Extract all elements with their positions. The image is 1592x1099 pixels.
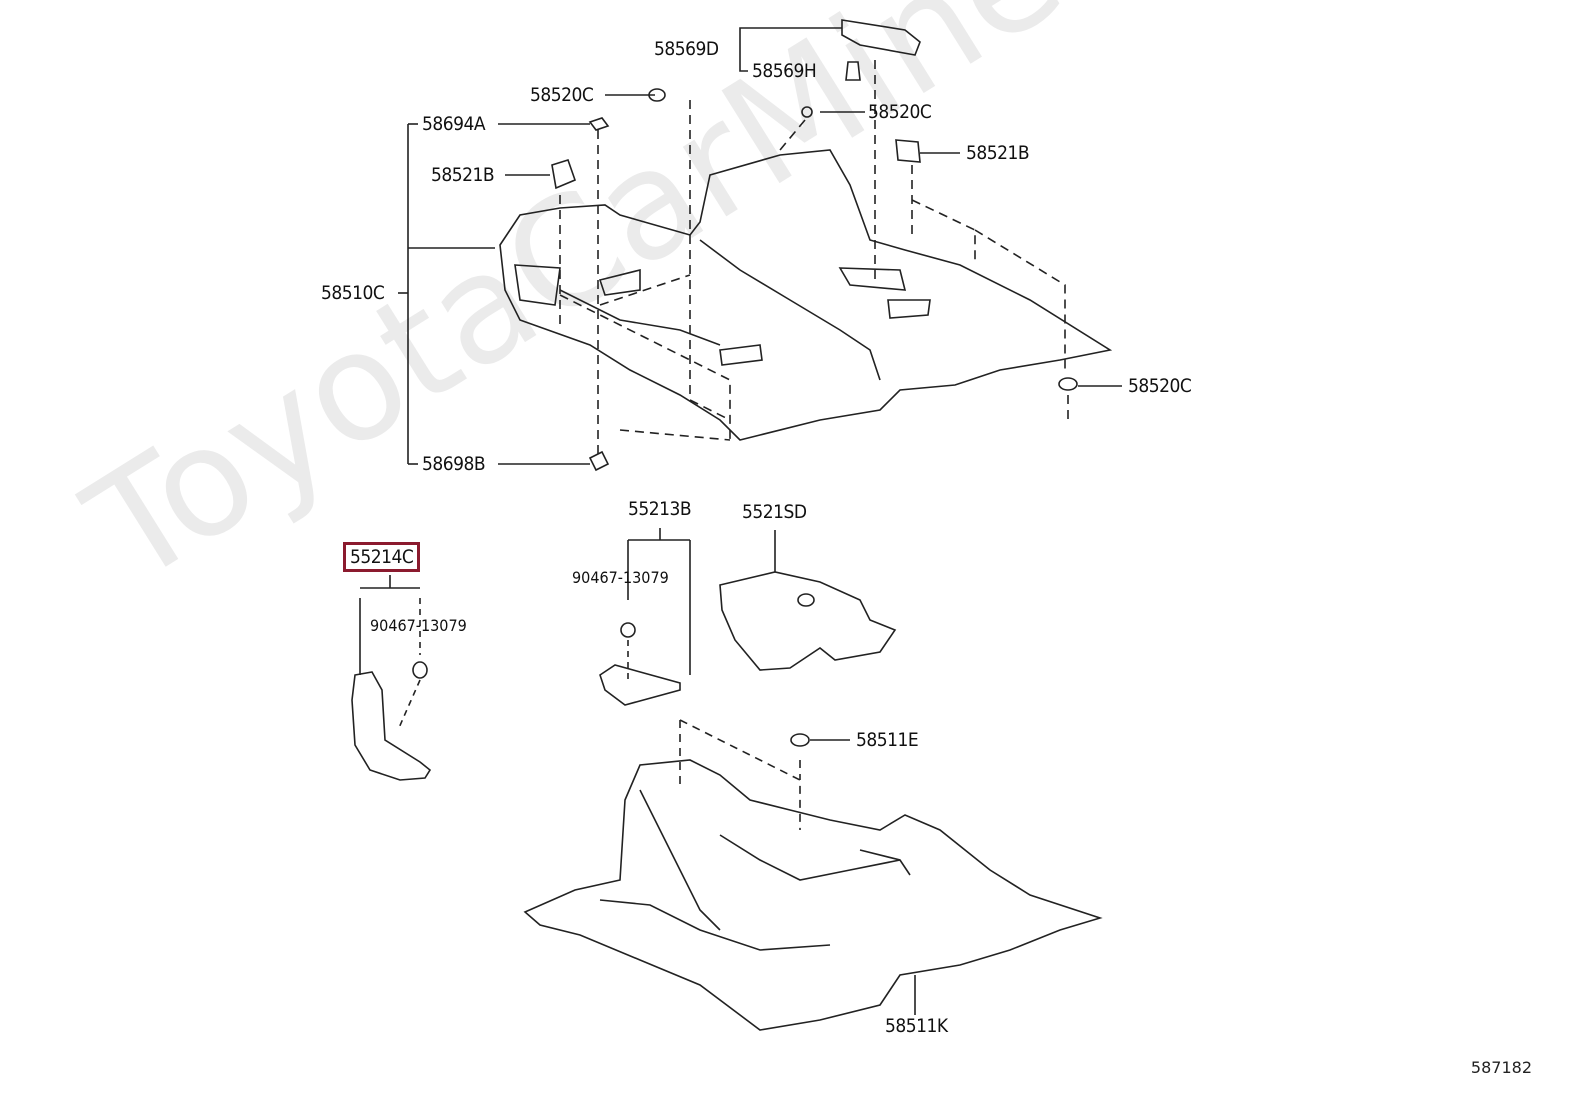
label-58520C-mid: 58520C bbox=[868, 101, 932, 123]
floor-carpet-front-shape bbox=[499, 149, 1113, 441]
label-58569H: 58569H bbox=[752, 60, 817, 82]
label-58694A: 58694A bbox=[422, 113, 486, 135]
label-58698B: 58698B bbox=[422, 453, 486, 475]
label-58521B-right: 58521B bbox=[966, 142, 1030, 164]
label-58511E: 58511E bbox=[856, 729, 919, 751]
label-58520C-top: 58520C bbox=[530, 84, 594, 106]
label-55215D: 5521SD bbox=[742, 501, 807, 523]
label-55213B: 55213B bbox=[628, 498, 692, 520]
label-58569D: 58569D bbox=[654, 38, 719, 60]
label-55214C-highlighted[interactable]: 55214C bbox=[343, 542, 421, 572]
label-90467-13079-right: 90467-13079 bbox=[572, 568, 669, 587]
floor-carpet-rear-shape bbox=[523, 759, 1103, 1031]
label-58521B-left: 58521B bbox=[431, 164, 495, 186]
label-90467-13079-left: 90467-13079 bbox=[370, 616, 467, 635]
label-58520C-right: 58520C bbox=[1128, 375, 1192, 397]
floor-silencer-shape bbox=[351, 671, 432, 781]
figure-number: 587182 bbox=[1470, 1058, 1532, 1077]
label-58510C: 58510C bbox=[321, 282, 385, 304]
label-58511K: 58511K bbox=[885, 1015, 948, 1037]
